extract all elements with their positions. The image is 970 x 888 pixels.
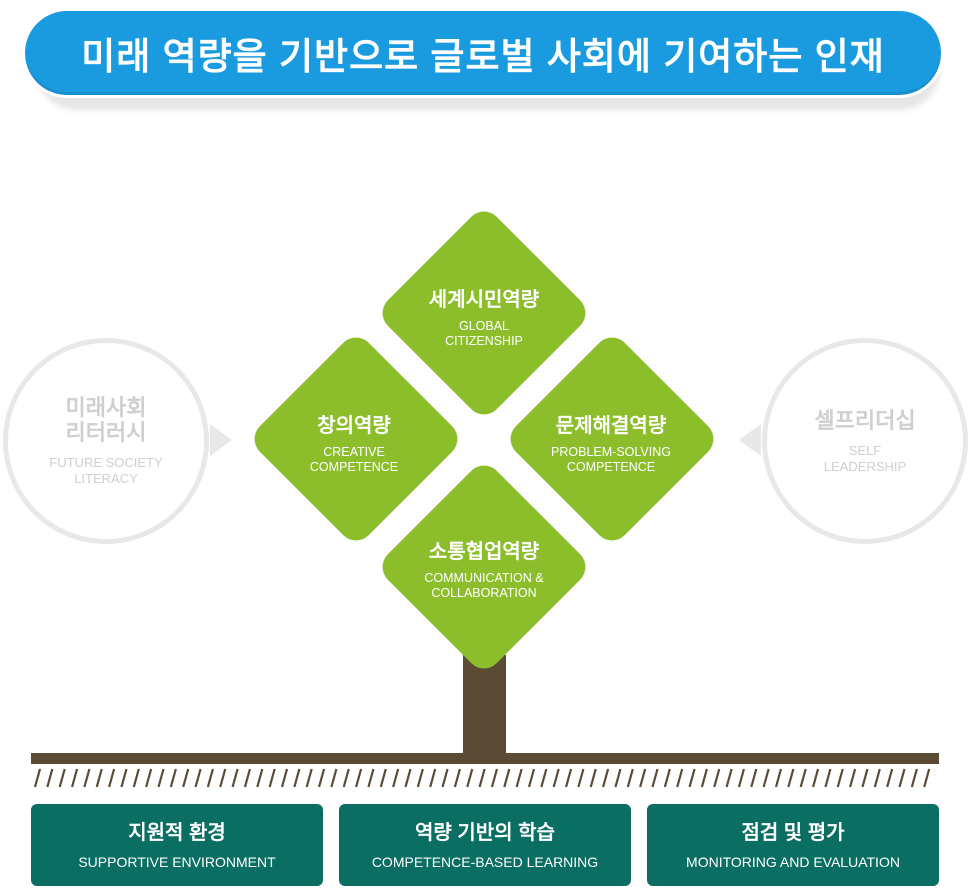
foundation-monitoring-evaluation: 점검 및 평가 MONITORING AND EVALUATION <box>647 804 939 886</box>
arrow-left-pointing-icon <box>739 424 761 456</box>
foundation-subtitle: SUPPORTIVE ENVIRONMENT <box>78 853 276 870</box>
page-title: 미래 역량을 기반으로 글로벌 사회에 기여하는 인재 <box>81 36 885 77</box>
diamond-label-problem-solving: 문제해결역량 PROBLEM-SOLVING COMPETENCE <box>511 414 711 475</box>
foundation-title: 점검 및 평가 <box>741 821 845 844</box>
diamond-title: 세계시민역량 <box>428 289 540 311</box>
foundation-supportive-environment: 지원적 환경 SUPPORTIVE ENVIRONMENT <box>31 804 323 886</box>
foundation-title: 역량 기반의 학습 <box>415 821 555 844</box>
diamond-label-creative: 창의역량 CREATIVE COMPETENCE <box>254 414 454 475</box>
tree-trunk <box>463 655 506 755</box>
ground-line <box>31 753 939 764</box>
foundation-competence-based-learning: 역량 기반의 학습 COMPETENCE-BASED LEARNING <box>339 804 631 886</box>
diamond-subtitle: GLOBAL CITIZENSHIP <box>445 319 523 348</box>
diamond-title: 소통협업역량 <box>428 541 540 563</box>
future-society-literacy-circle: 미래사회 리터러시 FUTURE SOCIETY LITERACY <box>3 338 209 544</box>
diamond-subtitle: CREATIVE COMPETENCE <box>309 445 399 474</box>
circle-right-subtitle: SELF LEADERSHIP <box>823 442 907 474</box>
title-banner: 미래 역량을 기반으로 글로벌 사회에 기여하는 인재 <box>22 8 944 98</box>
arrow-right-pointing-icon <box>210 424 232 456</box>
foundation-subtitle: MONITORING AND EVALUATION <box>686 853 900 870</box>
diamond-title: 창의역량 <box>317 415 391 437</box>
circle-left-title: 미래사회 리터러시 <box>65 395 147 445</box>
diamond-title: 문제해결역량 <box>555 415 667 437</box>
self-leadership-circle: 셀프리더십 SELF LEADERSHIP <box>762 338 968 544</box>
diamond-subtitle: PROBLEM-SOLVING COMPETENCE <box>551 445 671 474</box>
ground-hatch <box>33 768 931 788</box>
diamond-subtitle: COMMUNICATION & COLLABORATION <box>424 571 544 600</box>
foundation-subtitle: COMPETENCE-BASED LEARNING <box>371 853 599 870</box>
foundation-title: 지원적 환경 <box>128 821 226 844</box>
diamond-label-global-citizenship: 세계시민역량 GLOBAL CITIZENSHIP <box>384 288 584 349</box>
circle-right-title: 셀프리더십 <box>814 407 916 433</box>
circle-left-subtitle: FUTURE SOCIETY LITERACY <box>49 455 163 486</box>
diamond-label-communication: 소통협업역량 COMMUNICATION & COLLABORATION <box>384 540 584 601</box>
